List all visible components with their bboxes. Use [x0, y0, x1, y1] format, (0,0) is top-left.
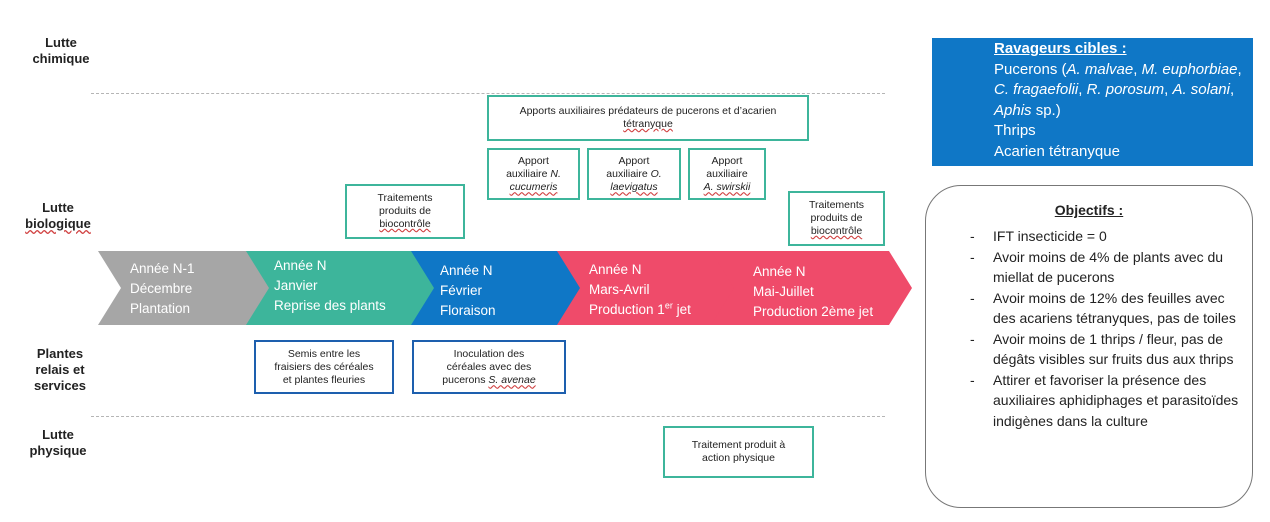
panel-ravageurs-cibles: Ravageurs cibles : Pucerons (A. malvae, …	[932, 38, 1253, 166]
separator-line-bottom	[91, 416, 885, 417]
arrow-shape-3	[411, 251, 582, 325]
box-traitements-biocontrole-2: Traitements produits de biocontrôle	[788, 191, 885, 246]
arrow-shape-2	[246, 251, 436, 325]
list-item: -Attirer et favoriser la présence des au…	[970, 371, 1239, 429]
box-inoculation: Inoculation des céréales avec des pucero…	[412, 340, 566, 394]
ravageurs-thrips: Thrips	[994, 122, 1036, 139]
ravageurs-title: Ravageurs cibles :	[994, 40, 1127, 57]
arrow-fevrier: Année N Février Floraison	[440, 263, 496, 318]
objectifs-list: -IFT insecticide = 0 -Avoir moins de 4% …	[970, 226, 1240, 431]
row-label-plantes-relais: Plantes relais et services	[33, 346, 87, 393]
row-label-lutte-chimique: Lutte chimique	[32, 35, 90, 66]
arrow-shape-5	[711, 251, 912, 325]
panel-objectifs: Objectifs : -IFT insecticide = 0 -Avoir …	[925, 185, 1253, 508]
box-apports-predateurs: Apports auxiliaires prédateurs de pucero…	[487, 95, 809, 141]
row-label-lutte-physique: Lutte physique	[29, 427, 87, 458]
row-label-lutte-biologique: Lutte biologique	[25, 200, 91, 231]
box-apport-n-cucumeris: Apport auxiliaire N. cucumeris	[487, 148, 580, 200]
objectifs-title: Objectifs :	[1054, 202, 1124, 218]
box-semis: Semis entre les fraisiers des céréales e…	[254, 340, 394, 394]
box-apport-o-laevigatus: Apport auxiliaire O. laevigatus	[587, 148, 681, 200]
list-item: -IFT insecticide = 0	[970, 228, 1107, 244]
ravageurs-acarien: Acarien tétranyque	[994, 142, 1120, 160]
list-item: -Avoir moins de 4% de plants avec du mie…	[970, 248, 1224, 286]
ravageurs-pucerons: Pucerons (A. malvae, M. euphorbiae, C. f…	[994, 60, 1242, 119]
box-traitements-biocontrole-1: Traitements produits de biocontrôle	[345, 184, 465, 239]
box-traitement-physique: Traitement produit à action physique	[663, 426, 814, 478]
box-apport-a-swirskii: Apport auxiliaire A. swirskii	[688, 148, 766, 200]
arrow-mars-avril: Année N Mars-Avril Production 1er jet	[589, 253, 691, 320]
arrow-decembre: Année N-1 Décembre Plantation	[130, 261, 195, 316]
separator-line-top	[91, 93, 885, 94]
arrow-janvier: Année N Janvier Reprise des plants	[274, 258, 386, 313]
arrow-shape-1	[98, 251, 271, 325]
arrow-shape-4	[557, 251, 736, 325]
arrow-mai-juillet: Année N Mai-Juillet Production 2ème jet	[753, 264, 874, 319]
list-item: -Avoir moins de 12% des feuilles avec de…	[970, 289, 1236, 327]
list-item: -Avoir moins de 1 thrips / fleur, pas de…	[970, 330, 1234, 368]
production-1er-jet: Production 1er jet	[589, 300, 691, 317]
